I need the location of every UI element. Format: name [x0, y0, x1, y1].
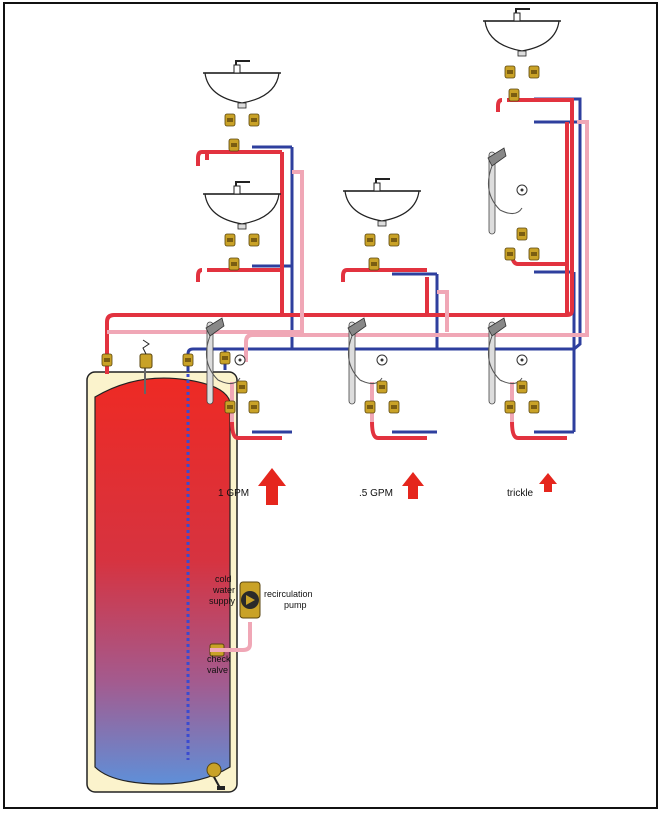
mixing-valve-icon — [228, 138, 240, 152]
cold-water-label-line1: cold — [215, 574, 232, 584]
mixing-valve-icon — [368, 257, 380, 271]
valve-icon — [364, 233, 376, 247]
water-heater-tank — [86, 367, 238, 793]
mixing-valve-icon — [516, 380, 528, 394]
sink-icon-left-mid — [202, 181, 282, 230]
recirculation-pump-icon — [239, 581, 261, 619]
diagram-frame: 1 GPM .5 GPM trickle cold water supply r… — [3, 2, 658, 809]
mixing-valve-icon — [376, 380, 388, 394]
valve-icon — [504, 65, 516, 79]
hot-supply-main — [105, 98, 574, 440]
valve-icon — [248, 113, 260, 127]
valve-icon — [224, 113, 236, 127]
valve-icon — [528, 400, 540, 414]
valve-icon — [528, 65, 540, 79]
drain-valve-icon — [206, 762, 225, 790]
shower-icon-right-top — [487, 147, 528, 235]
cold-water-label-line3: supply — [209, 596, 236, 606]
cold-water-label-line2: water — [212, 585, 235, 595]
valve-icon — [528, 247, 540, 261]
hot-outlet-union-icon — [101, 353, 113, 367]
flow-arrow-icon-right — [539, 473, 557, 492]
plumbing-diagram: 1 GPM .5 GPM trickle cold water supply r… — [86, 8, 589, 793]
mixing-valve-icon — [508, 88, 520, 102]
check-valve-label-line2: valve — [207, 665, 228, 675]
mixing-valve-icon — [236, 380, 248, 394]
cold-supply-valve-icon — [219, 351, 231, 365]
pump-label-line2: pump — [284, 600, 307, 610]
sink-icon-left-top — [202, 60, 282, 109]
flow-label-left: 1 GPM — [218, 488, 249, 499]
flow-arrow-icon-middle — [402, 472, 424, 499]
valve-icon — [388, 400, 400, 414]
relief-valve-icon — [139, 339, 153, 369]
flow-label-right: trickle — [507, 488, 534, 499]
cold-inlet-union-icon — [182, 353, 194, 367]
valve-icon — [224, 400, 236, 414]
check-valve-label-line1: check — [207, 654, 231, 664]
pump-label-line1: recirculation — [264, 589, 313, 599]
valve-icon — [224, 233, 236, 247]
flow-label-middle: .5 GPM — [359, 488, 393, 499]
valve-icon — [388, 233, 400, 247]
valve-icon — [504, 400, 516, 414]
valve-icon — [248, 400, 260, 414]
valve-icon — [364, 400, 376, 414]
mixing-valve-icon — [516, 227, 528, 241]
mixing-valve-icon — [228, 257, 240, 271]
sink-icon-right — [482, 8, 562, 57]
pipe-crossovers — [279, 322, 570, 328]
valve-icon — [504, 247, 516, 261]
valve-icon — [248, 233, 260, 247]
sink-icon-middle — [342, 178, 422, 227]
flow-arrow-icon-left — [258, 468, 286, 505]
